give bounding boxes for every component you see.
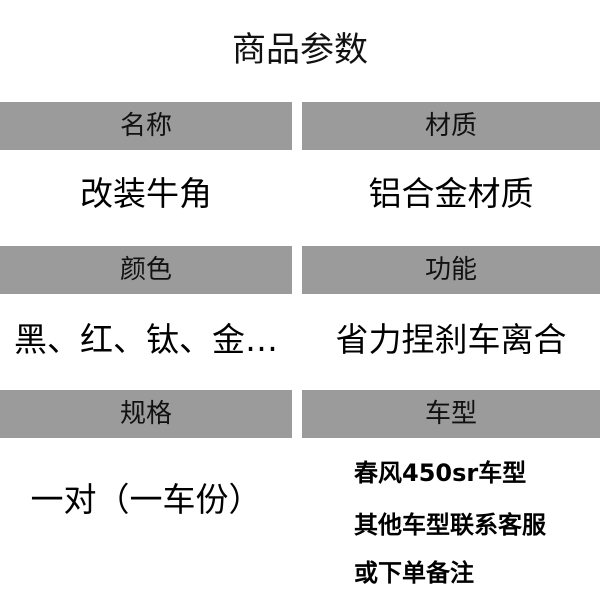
page-title: 商品参数 (232, 30, 368, 70)
car-model-line: 或下单备注 (354, 559, 474, 587)
car-model-line: 其他车型联系客服 (354, 511, 546, 539)
param-value-spec: 一对（一车份） (30, 480, 262, 519)
param-label-function: 功能 (302, 246, 600, 294)
param-label-car-model: 车型 (302, 390, 600, 438)
param-value-material: 铝合金材质 (368, 174, 534, 213)
param-label-spec: 规格 (0, 390, 292, 438)
param-value-name: 改装牛角 (80, 174, 212, 213)
param-label-name: 名称 (0, 102, 292, 150)
param-value-color: 黑、红、钛、金… (14, 320, 278, 359)
param-label-color: 颜色 (0, 246, 292, 294)
car-model-line: 春风450sr车型 (354, 459, 527, 487)
param-label-material: 材质 (302, 102, 600, 150)
param-value-function: 省力捏刹车离合 (335, 320, 567, 359)
